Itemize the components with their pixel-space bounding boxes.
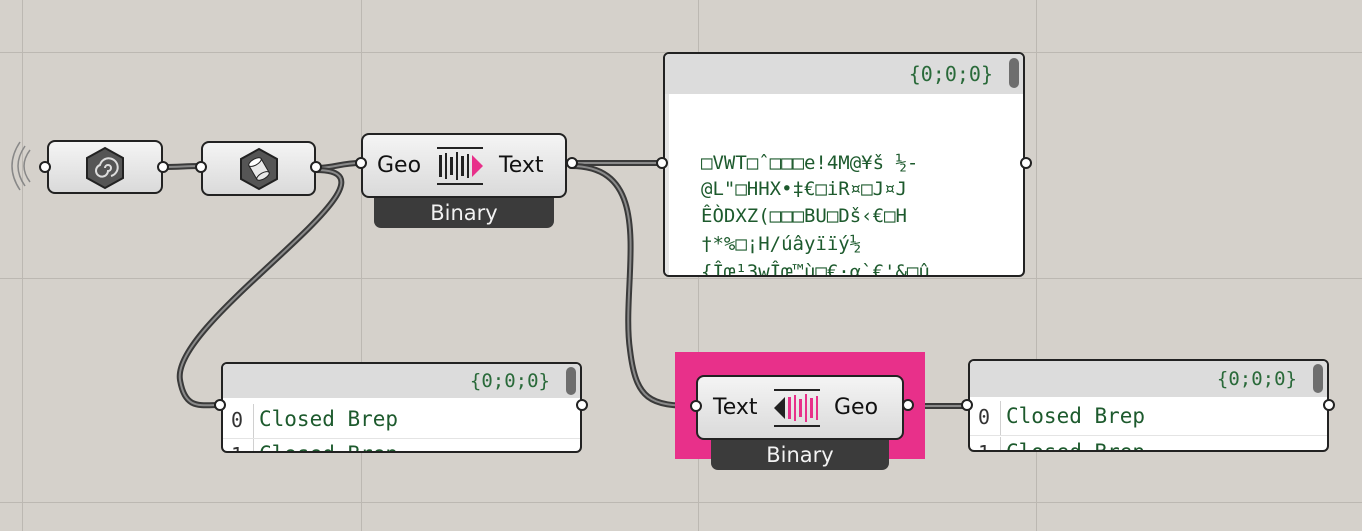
row-separator bbox=[1000, 437, 1001, 450]
row-value: Closed Brep bbox=[259, 442, 398, 451]
encode-binary-component[interactable]: Geo Text bbox=[361, 133, 567, 198]
list-item: 1 Closed Brep bbox=[223, 439, 580, 451]
row-separator bbox=[253, 404, 254, 438]
geo-input-label[interactable]: Geo bbox=[377, 153, 422, 178]
input-port[interactable] bbox=[690, 400, 702, 412]
panel-scrollbar[interactable] bbox=[566, 367, 576, 395]
row-separator bbox=[1000, 401, 1001, 435]
grid-line bbox=[361, 0, 362, 531]
row-value: Closed Brep bbox=[259, 407, 399, 431]
cylinder-hexagon-icon bbox=[240, 147, 278, 191]
row-index: 1 bbox=[978, 441, 990, 450]
output-port[interactable] bbox=[1020, 157, 1032, 169]
panel-line: †*%□¡H/úâyïïý½ bbox=[701, 233, 862, 255]
grid-line bbox=[1036, 0, 1037, 531]
row-index: 0 bbox=[978, 405, 991, 429]
panel-header: {0;0;0} bbox=[970, 361, 1327, 397]
row-index: 1 bbox=[231, 443, 243, 451]
output-port[interactable] bbox=[576, 399, 588, 411]
panel-edge bbox=[665, 94, 669, 275]
output-port[interactable] bbox=[1323, 399, 1335, 411]
output-port[interactable] bbox=[310, 161, 322, 173]
brep-parameter[interactable] bbox=[201, 141, 316, 196]
panel-path: {0;0;0} bbox=[469, 370, 550, 392]
row-value: Closed Brep bbox=[1006, 440, 1146, 452]
list-item: 0 Closed Brep bbox=[970, 401, 1327, 436]
panel-line: □VWT□ˆ□□□e!4M@¥š ½- bbox=[701, 152, 919, 174]
panel-line: {Îœ¹3wÎœ™ù□€·α`€'&□û bbox=[701, 261, 930, 277]
decode-component-tag: Binary bbox=[711, 440, 889, 470]
list-item: 0 Closed Brep bbox=[223, 404, 580, 439]
output-port[interactable] bbox=[157, 161, 169, 173]
geometry-parameter[interactable] bbox=[47, 140, 163, 194]
grid-line bbox=[22, 0, 23, 531]
barcode-encode-icon bbox=[437, 147, 483, 185]
output-port[interactable] bbox=[566, 157, 578, 169]
grid-line bbox=[0, 278, 1362, 279]
text-output-label[interactable]: Text bbox=[499, 153, 544, 178]
brep-panel-right[interactable]: {0;0;0} 0 Closed Brep 1 Closed Brep bbox=[968, 359, 1329, 452]
text-panel[interactable]: {0;0;0} □VWT□ˆ□□□e!4M@¥š ½- @L"□HHX•‡€□i… bbox=[663, 52, 1025, 277]
panel-header: {0;0;0} bbox=[665, 54, 1023, 94]
input-port[interactable] bbox=[195, 161, 207, 173]
grid-line bbox=[0, 502, 1362, 503]
panel-scrollbar[interactable] bbox=[1313, 364, 1323, 393]
input-port[interactable] bbox=[656, 157, 668, 169]
decode-binary-component[interactable]: Text Geo bbox=[696, 375, 904, 440]
panel-path: {0;0;0} bbox=[908, 62, 993, 86]
panel-scrollbar[interactable] bbox=[1009, 58, 1019, 88]
spiral-hexagon-icon bbox=[86, 146, 124, 190]
brep-panel-left[interactable]: {0;0;0} 0 Closed Brep 1 Closed Brep bbox=[221, 362, 582, 453]
panel-path: {0;0;0} bbox=[1216, 368, 1297, 390]
panel-header: {0;0;0} bbox=[223, 364, 580, 398]
panel-line: @L"□HHX•‡€□iR¤□J¤J bbox=[701, 178, 907, 200]
panel-line: ÊÒDXZ(□□□BU□Dš‹€□H bbox=[701, 205, 907, 227]
list-item: 1 Closed Brep bbox=[970, 437, 1327, 452]
input-port[interactable] bbox=[961, 399, 973, 411]
geo-output-label[interactable]: Geo bbox=[834, 395, 879, 420]
row-separator bbox=[253, 439, 254, 451]
row-index: 0 bbox=[231, 408, 244, 432]
encode-component-tag: Binary bbox=[374, 198, 554, 228]
input-port[interactable] bbox=[214, 399, 226, 411]
input-port[interactable] bbox=[355, 157, 367, 169]
text-input-label[interactable]: Text bbox=[713, 395, 758, 420]
barcode-decode-icon bbox=[774, 389, 820, 427]
output-port[interactable] bbox=[902, 399, 914, 411]
input-port[interactable] bbox=[39, 161, 51, 173]
row-value: Closed Brep bbox=[1006, 404, 1146, 428]
